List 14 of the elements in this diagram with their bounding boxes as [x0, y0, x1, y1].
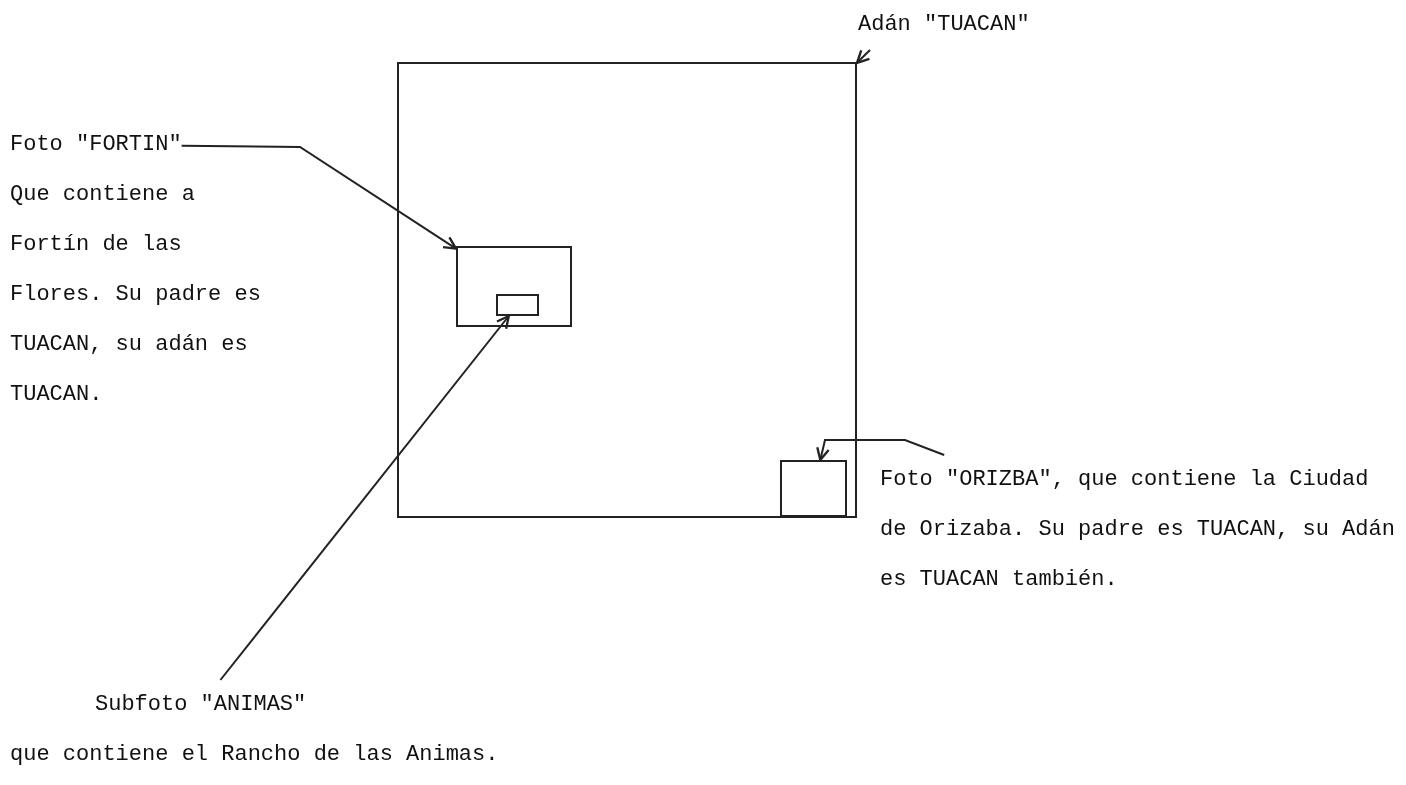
callout-text: que contiene el Rancho de las Animas.	[10, 741, 500, 769]
frame-box	[397, 62, 857, 518]
arrow	[816, 439, 946, 462]
arrow	[180, 144, 458, 250]
frame-box	[780, 460, 847, 517]
callout-text: Foto "ORIZBA", que contiene la Ciudad de Orizaba. Su padre es TUACAN, su Adán es TUACAN también.	[880, 455, 1400, 605]
callout-heading: Subfoto "ANIMAS"	[95, 691, 307, 719]
callout-text: Que contiene a Fortín de las Flores. Su padre es TUACAN, su adán es TUACAN.	[10, 181, 262, 409]
arrow	[219, 314, 510, 681]
frame-box	[496, 294, 539, 316]
arrow	[855, 49, 871, 64]
frame-box	[456, 246, 572, 327]
callout-text: Adán "TUACAN"	[858, 0, 1030, 50]
callout-heading: Foto "FORTIN"	[10, 131, 182, 159]
